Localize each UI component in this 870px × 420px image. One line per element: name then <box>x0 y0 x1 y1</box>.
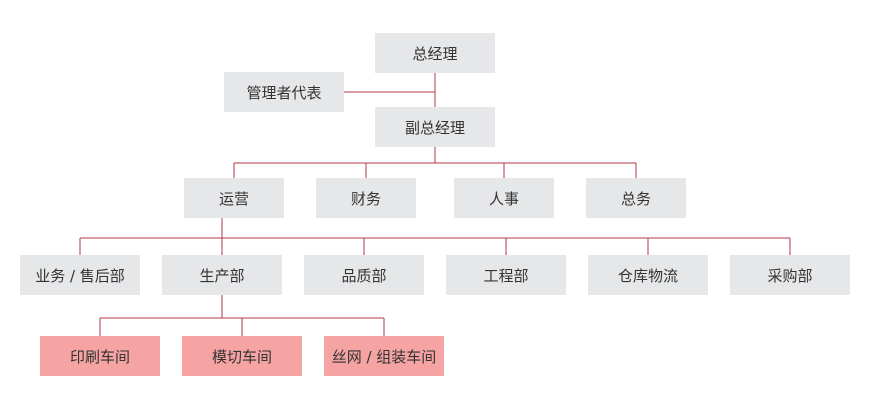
node-finance: 财务 <box>316 178 416 218</box>
node-printing-workshop: 印刷车间 <box>40 336 160 376</box>
node-screen-assembly-workshop: 丝网 / 组装车间 <box>324 336 444 376</box>
node-warehouse-logistics: 仓库物流 <box>588 255 708 295</box>
node-management-representative: 管理者代表 <box>224 72 344 112</box>
node-production: 生产部 <box>162 255 282 295</box>
node-human-resources: 人事 <box>454 178 554 218</box>
node-operations: 运营 <box>184 178 284 218</box>
node-deputy-general-manager: 副总经理 <box>375 107 495 147</box>
node-purchasing: 采购部 <box>730 255 850 295</box>
node-quality: 品质部 <box>304 255 424 295</box>
node-general-affairs: 总务 <box>586 178 686 218</box>
node-sales-after-sales: 业务 / 售后部 <box>20 255 140 295</box>
node-die-cutting-workshop: 模切车间 <box>182 336 302 376</box>
node-general-manager: 总经理 <box>375 33 495 73</box>
node-engineering: 工程部 <box>446 255 566 295</box>
